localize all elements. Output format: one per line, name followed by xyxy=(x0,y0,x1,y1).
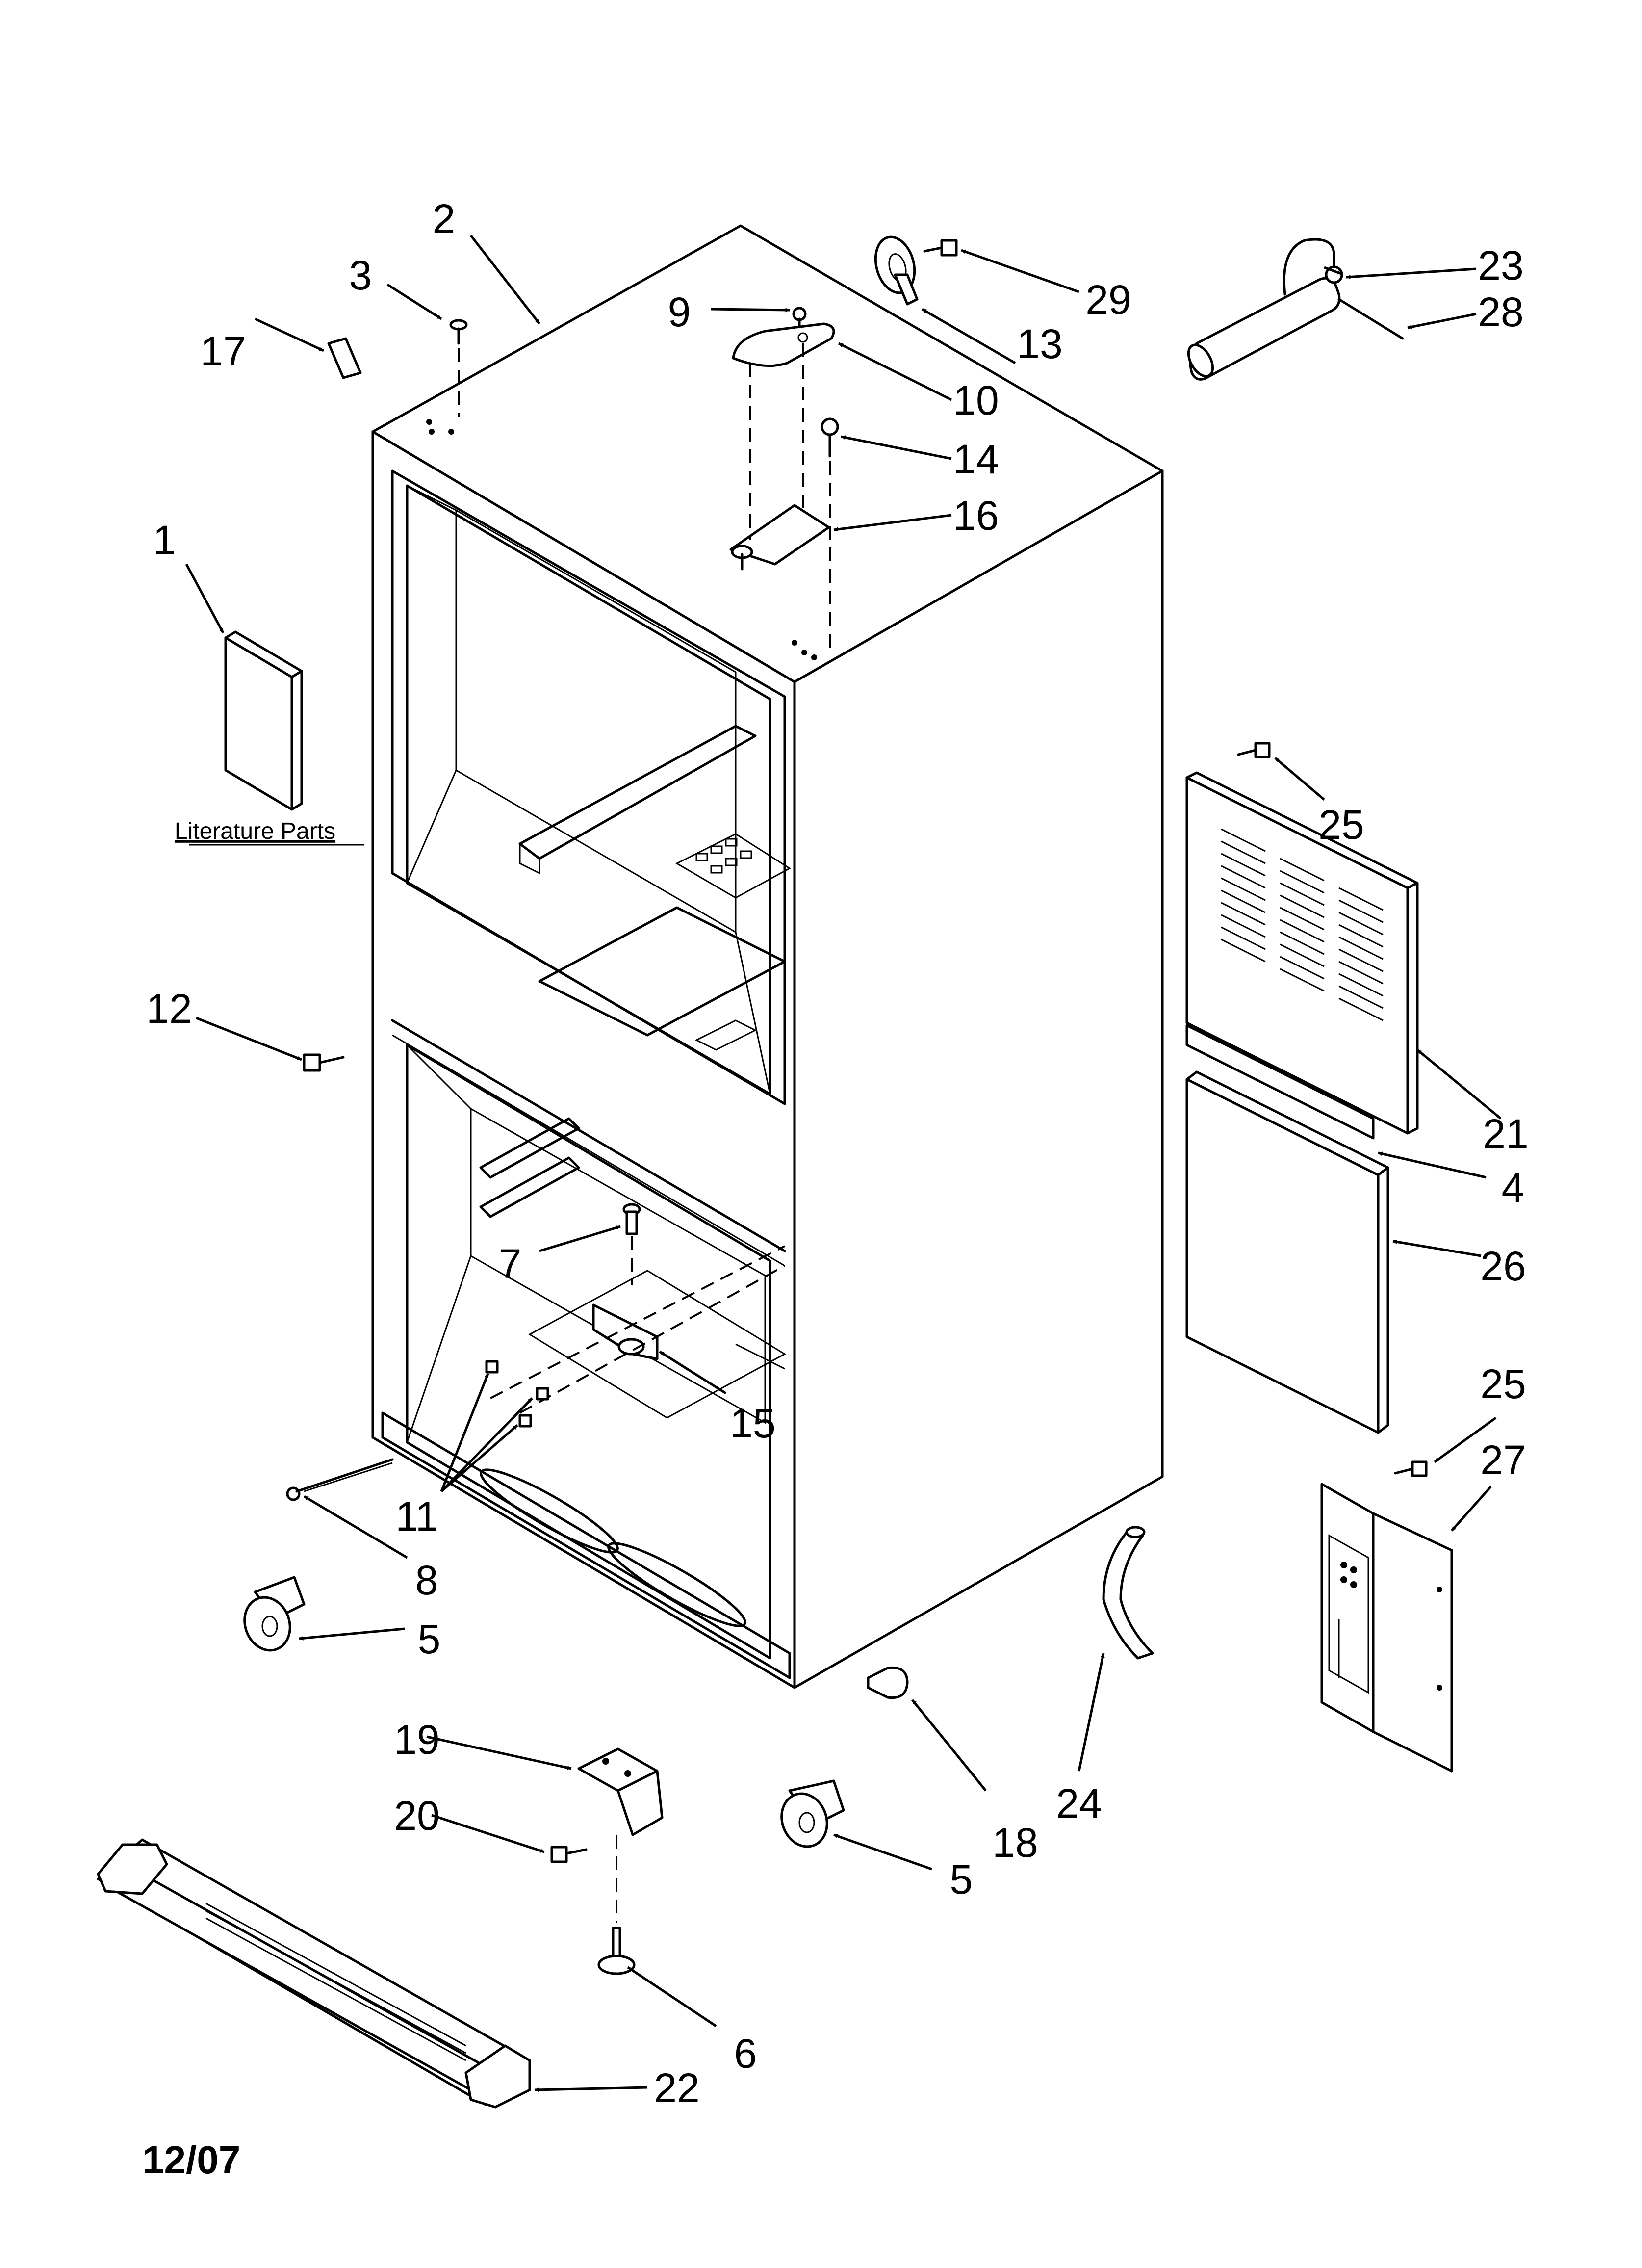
callout-19: 19 xyxy=(394,1717,439,1763)
long-screw-8 xyxy=(286,1458,394,1501)
screw-3 xyxy=(449,319,468,345)
callout-24: 24 xyxy=(1056,1780,1102,1826)
strip-4 xyxy=(1185,1024,1375,1140)
drain-tube-24 xyxy=(1102,1526,1154,1660)
callout-20: 20 xyxy=(394,1793,439,1839)
caster-left-5 xyxy=(243,1576,306,1652)
callout-25-upper: 25 xyxy=(1318,802,1364,848)
screw-12 xyxy=(303,1053,345,1072)
callout-7: 7 xyxy=(499,1241,522,1287)
callout-9: 9 xyxy=(668,289,691,335)
callout-5-right: 5 xyxy=(950,1856,973,1903)
toe-grille-22 xyxy=(97,1838,531,2109)
callout-26: 26 xyxy=(1480,1243,1526,1289)
screw-25-upper xyxy=(1237,742,1271,758)
screws-11 xyxy=(485,1360,549,1428)
rear-grille-21 xyxy=(1185,771,1419,1135)
cabinet xyxy=(371,224,1164,1689)
callout-18: 18 xyxy=(992,1820,1038,1866)
callout-16: 16 xyxy=(953,493,999,539)
callout-29: 29 xyxy=(1085,277,1131,323)
callout-21: 21 xyxy=(1483,1111,1528,1157)
callout-15: 15 xyxy=(730,1400,775,1446)
screw-25-lower xyxy=(1394,1460,1428,1477)
callout-2: 2 xyxy=(433,196,456,242)
callout-27: 27 xyxy=(1480,1437,1526,1483)
leader-arrows xyxy=(185,235,1502,2092)
callout-11: 11 xyxy=(395,1493,438,1539)
control-box-27 xyxy=(1320,1483,1453,1773)
callout-6: 6 xyxy=(734,2031,757,2077)
date-code: 12/07 xyxy=(142,2138,240,2182)
callout-numbers: 1 2 3 17 9 10 14 16 13 29 23 28 25 21 4 … xyxy=(146,196,1528,2111)
callout-8: 8 xyxy=(415,1557,438,1603)
callout-1: 1 xyxy=(153,517,176,563)
stud-7 xyxy=(622,1203,641,1235)
callout-13: 13 xyxy=(1017,321,1062,367)
leveling-leg-6 xyxy=(597,1927,636,1975)
caster-right-5 xyxy=(780,1779,845,1848)
callout-5-left: 5 xyxy=(418,1616,441,1662)
leveling-bracket-19 xyxy=(577,1747,664,1836)
callout-10: 10 xyxy=(953,377,999,423)
callout-14: 14 xyxy=(953,436,999,482)
literature-parts-label: Literature Parts xyxy=(175,818,335,844)
clip-17 xyxy=(327,337,362,379)
callout-12: 12 xyxy=(146,986,192,1032)
literature-book xyxy=(224,630,303,811)
screw-29 xyxy=(923,239,958,257)
callout-4: 4 xyxy=(1502,1165,1525,1211)
screw-14 xyxy=(821,417,839,458)
callout-22: 22 xyxy=(654,2065,699,2111)
clamp-18 xyxy=(867,1666,909,1699)
callout-28: 28 xyxy=(1478,289,1523,335)
callout-17: 17 xyxy=(200,328,246,374)
callout-3: 3 xyxy=(349,252,372,298)
water-tube-23-28 xyxy=(1187,238,1404,381)
hinge-cover-10 xyxy=(732,322,835,367)
hinge-cam-13 xyxy=(874,235,919,306)
callout-23: 23 xyxy=(1478,242,1523,288)
grille-louvers xyxy=(1221,828,1384,1021)
insulation-panel-26 xyxy=(1185,1070,1389,1434)
vent-slots xyxy=(695,838,752,874)
callout-25-lower: 25 xyxy=(1480,1361,1526,1407)
screw-20 xyxy=(550,1846,588,1863)
